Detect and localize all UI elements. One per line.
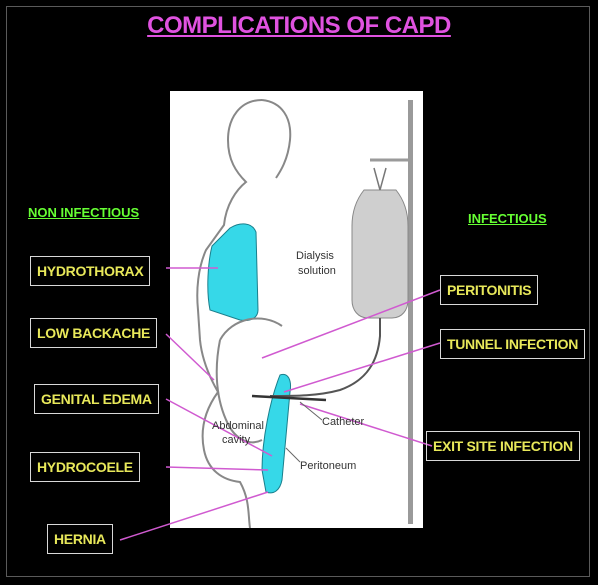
connector-hydrocoele bbox=[166, 467, 268, 470]
connector-tunnel-infection bbox=[284, 343, 440, 392]
peritoneum-label: Peritoneum bbox=[300, 460, 356, 473]
diaphragm bbox=[220, 318, 282, 340]
box-tunnel-infection: TUNNEL INFECTION bbox=[440, 329, 585, 359]
dialysis-solution-label-1: Dialysis bbox=[296, 250, 334, 263]
box-hernia: HERNIA bbox=[47, 524, 113, 554]
dialysis-bag bbox=[352, 190, 408, 318]
abdominal-cavity-label-1: Abdominal bbox=[212, 420, 264, 433]
box-exit-site-infection: EXIT SITE INFECTION bbox=[426, 431, 580, 461]
box-hydrocoele: HYDROCOELE bbox=[30, 452, 140, 482]
connector-low-backache bbox=[166, 334, 214, 380]
connector-hernia bbox=[120, 492, 268, 540]
box-peritonitis: PERITONITIS bbox=[440, 275, 538, 305]
head-back bbox=[262, 100, 290, 178]
pointer-catheter bbox=[300, 402, 322, 420]
dialysis-solution-label-2: solution bbox=[298, 265, 336, 278]
box-hydrothorax: HYDROTHORAX bbox=[30, 256, 150, 286]
connector-peritonitis bbox=[262, 290, 440, 358]
iv-pole bbox=[408, 100, 413, 524]
box-genital-edema: GENITAL EDEMA bbox=[34, 384, 159, 414]
pointer-peritoneum bbox=[286, 448, 300, 462]
abdominal-cavity-label-2: cavity bbox=[222, 434, 250, 447]
bag-hanger bbox=[374, 168, 386, 190]
box-low-backache: LOW BACKACHE bbox=[30, 318, 157, 348]
peritoneal-fluid bbox=[262, 374, 291, 492]
catheter-label: Catheter bbox=[322, 416, 364, 429]
